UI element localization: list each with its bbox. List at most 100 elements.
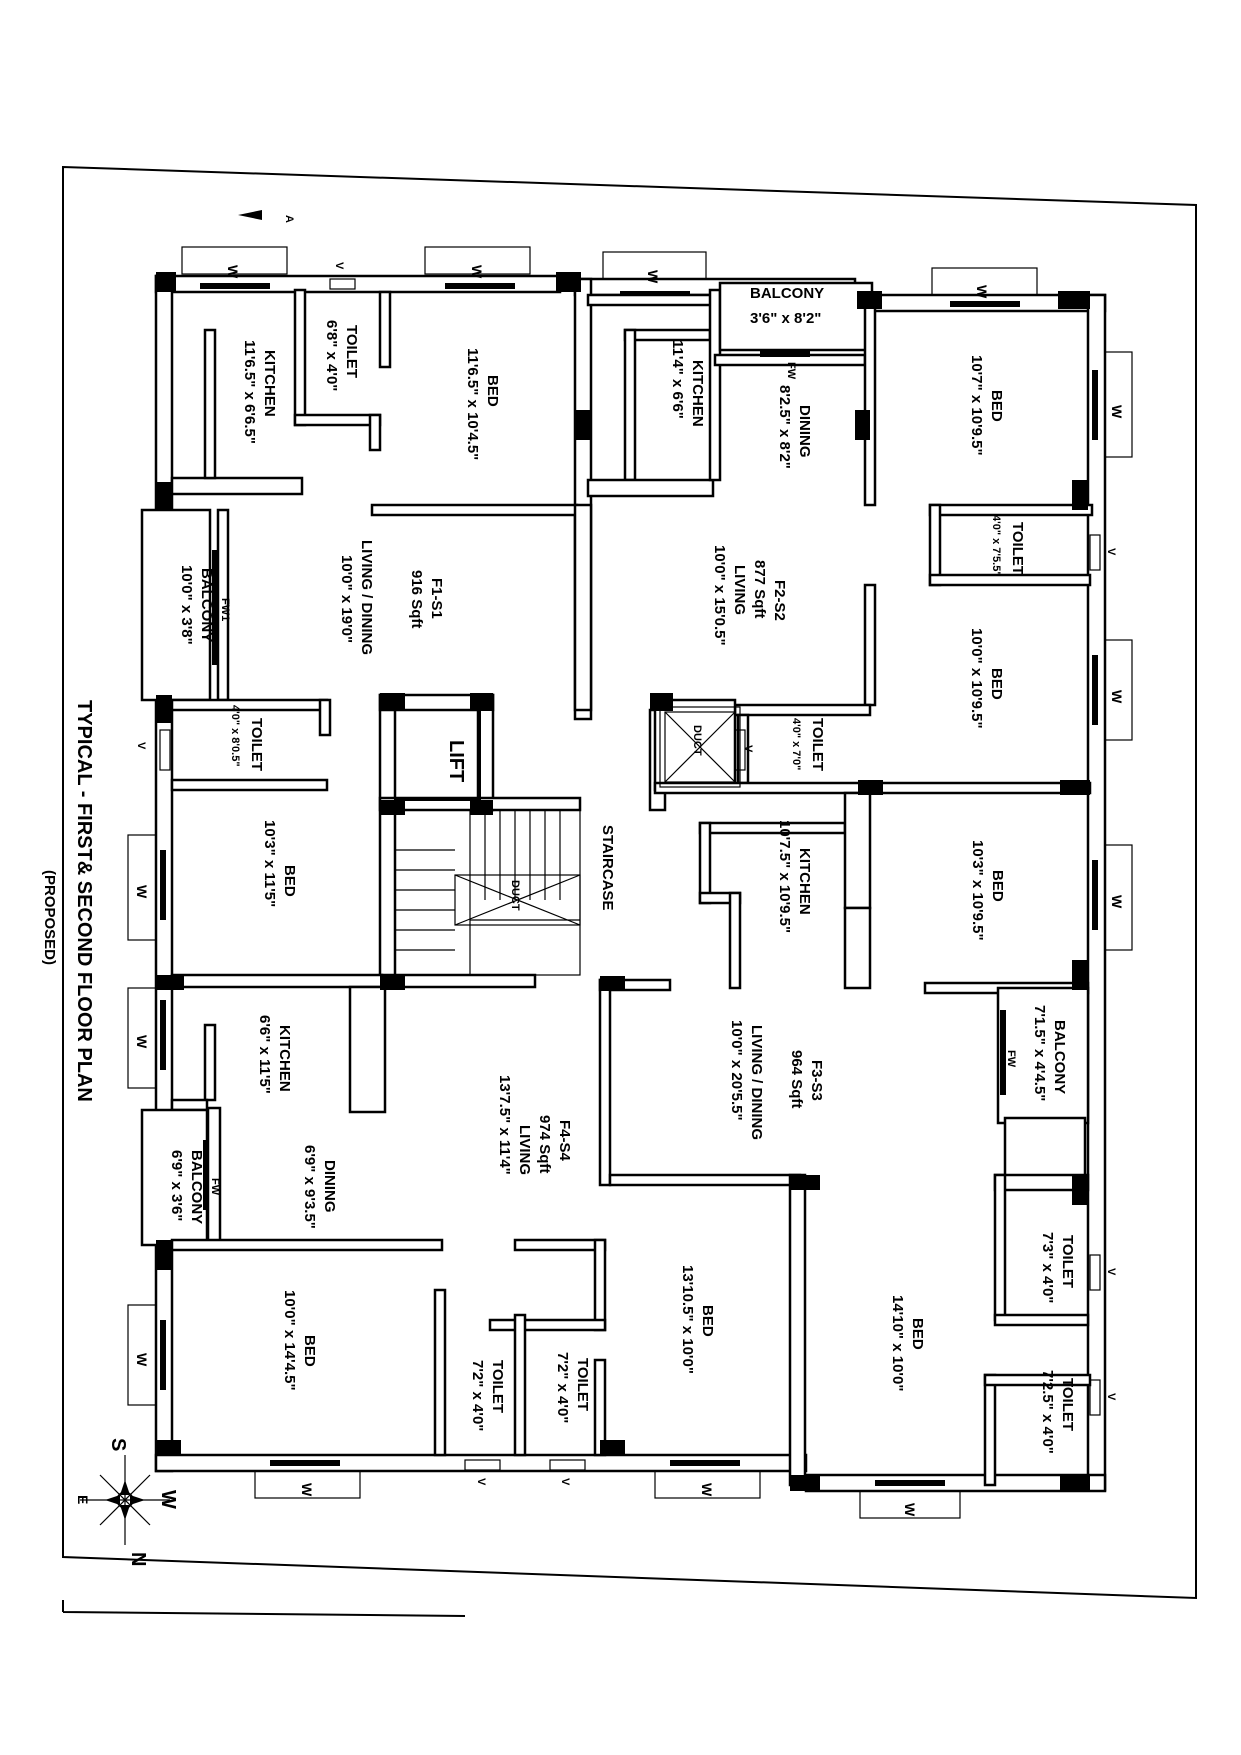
lift-label: LIFT: [445, 740, 467, 782]
flat-name: F4-S4: [556, 1120, 573, 1162]
room-size: 10'7.5" x 10'9.5": [776, 820, 793, 933]
windows: [127, 246, 1133, 1519]
room-size: 7'2" x 4'0": [554, 1352, 571, 1423]
room-name: DINING: [321, 1160, 338, 1213]
room-size: 7'2.5" x 4'0": [1039, 1370, 1056, 1454]
room-size: 6'8" x 4'0": [323, 320, 340, 391]
ventilator-label: V: [1105, 1268, 1117, 1276]
room-size: 3'6" x 8'2": [750, 310, 821, 327]
room-name: DINING: [796, 405, 813, 458]
room-size: 10'0" x 15'0.5": [711, 545, 728, 646]
room-labels-f2: KITCHEN 11'4" x 6'6" BALCONY 3'6" x 8'2"…: [669, 285, 1026, 771]
window-label: W: [469, 265, 485, 279]
room-size: 6'9" x 3'6": [168, 1150, 185, 1221]
room-size: 13'7.5" x 11'4": [496, 1075, 513, 1175]
room-size: 14'10" x 10'0": [889, 1295, 906, 1391]
flat-area: 877 Sqft: [751, 560, 768, 618]
room-labels-f4: KITCHEN 6'6" x 11'5" F4-S4 974 Sqft LIVI…: [168, 1015, 716, 1431]
room-size: 4'0" x 7'0": [790, 718, 802, 770]
room-name: TOILET: [1059, 1235, 1076, 1288]
plan-subtitle: (PROPOSED): [41, 870, 58, 965]
window-label: W: [134, 885, 150, 899]
flat-name: F3-S3: [808, 1060, 825, 1101]
room-name: LIVING: [516, 1125, 533, 1175]
room-name: BED: [909, 1318, 926, 1350]
flat-area: 916 Sqft: [408, 570, 425, 628]
room-size: 10'3" x 10'9.5": [969, 840, 986, 941]
room-name: BED: [699, 1305, 716, 1337]
window-label: W: [1109, 405, 1125, 419]
room-name: LIVING: [731, 565, 748, 615]
room-name: BALCONY: [750, 285, 824, 302]
room-size: 8'2.5" x 8'2": [776, 385, 793, 469]
room-name: BALCONY: [198, 568, 215, 642]
duct-label: DUCT: [691, 725, 703, 756]
window-label: W: [299, 1483, 315, 1497]
room-labels-core: LIFT STAIRCASE DUCT DUCT: [445, 725, 703, 911]
french-window-label: FW1: [219, 598, 231, 621]
room-name: TOILET: [1059, 1378, 1076, 1431]
room-name: BED: [989, 870, 1006, 902]
compass-icon: S N E W: [75, 1438, 179, 1566]
french-window-label: FW: [1005, 1050, 1017, 1068]
compass-north: N: [127, 1552, 149, 1566]
flat-area: 974 Sqft: [536, 1115, 553, 1173]
flat-name: F1-S1: [428, 578, 445, 619]
room-name: KITCHEN: [689, 360, 706, 427]
room-name: TOILET: [343, 325, 360, 378]
room-size: 7'1.5" x 4'4.5": [1031, 1005, 1048, 1101]
room-size: 10'0" x 14'4.5": [281, 1290, 298, 1391]
compass-south: S: [107, 1438, 129, 1451]
room-name: KITCHEN: [261, 350, 278, 417]
room-size: 6'9" x 9'3.5": [301, 1145, 318, 1229]
window-label: W: [699, 1483, 715, 1497]
room-name: TOILET: [248, 718, 265, 771]
room-name: LIVING / DINING: [748, 1025, 765, 1140]
room-name: LIVING / DINING: [358, 540, 375, 655]
reference-line: [62, 1600, 466, 1617]
french-window-label: FW: [785, 362, 797, 380]
room-size: 11'6.5" x 10'4.5": [464, 348, 481, 460]
room-name: BED: [988, 390, 1005, 422]
ventilator-label: V: [559, 1478, 571, 1486]
room-size: 7'3" x 4'0": [1039, 1232, 1056, 1303]
window-label: W: [225, 265, 241, 279]
room-labels-f1: KITCHEN 11'6.5" x 6'6.5" TOILET 6'8" x 4…: [178, 320, 501, 907]
french-window-label: FW: [209, 1178, 221, 1196]
staircase-label: STAIRCASE: [599, 825, 616, 911]
window-label: W: [1109, 690, 1125, 704]
flat-name: F2-S2: [771, 580, 788, 621]
plan-title: TYPICAL - FIRST& SECOND FLOOR PLAN: [73, 700, 95, 1102]
room-name: BED: [484, 375, 501, 407]
room-size: 10'0" x 3'8": [178, 565, 195, 645]
room-size: 7'2" x 4'0": [469, 1360, 486, 1431]
room-name: TOILET: [1009, 522, 1026, 575]
lift-shaft: [394, 709, 481, 801]
ventilator-label: V: [333, 262, 345, 270]
ventilator-label: V: [1105, 548, 1117, 556]
room-name: TOILET: [574, 1358, 591, 1411]
room-name: KITCHEN: [796, 848, 813, 915]
room-size: 11'6.5" x 6'6.5": [241, 340, 258, 444]
room-name: BED: [301, 1335, 318, 1367]
room-size: 10'7" x 10'9.5": [968, 355, 985, 456]
room-size: 6'6" x 11'5": [256, 1015, 273, 1094]
ventilator-label: V: [135, 742, 147, 750]
room-name: TOILET: [809, 718, 826, 771]
room-size: 10'0" x 20'5.5": [728, 1020, 745, 1121]
compass-west: W: [157, 1490, 179, 1509]
window-label: W: [974, 285, 990, 299]
room-name: BALCONY: [188, 1150, 205, 1224]
room-size: 4'0" x 8'0.5": [229, 705, 241, 767]
room-name: BED: [988, 668, 1005, 700]
room-labels-f3: KITCHEN 10'7.5" x 10'9.5" BED 10'3" x 10…: [728, 820, 1076, 1454]
ventilator-label: V: [742, 745, 754, 753]
duct-label: DUCT: [509, 880, 521, 911]
room-size: 13'10.5" x 10'0": [679, 1265, 696, 1374]
room-name: TOILET: [489, 1360, 506, 1413]
window-label: W: [134, 1353, 150, 1367]
room-size: 10'0" x 19'0": [338, 555, 355, 643]
ventilator-label: V: [475, 1478, 487, 1486]
north-arrow-label: A: [283, 215, 295, 223]
